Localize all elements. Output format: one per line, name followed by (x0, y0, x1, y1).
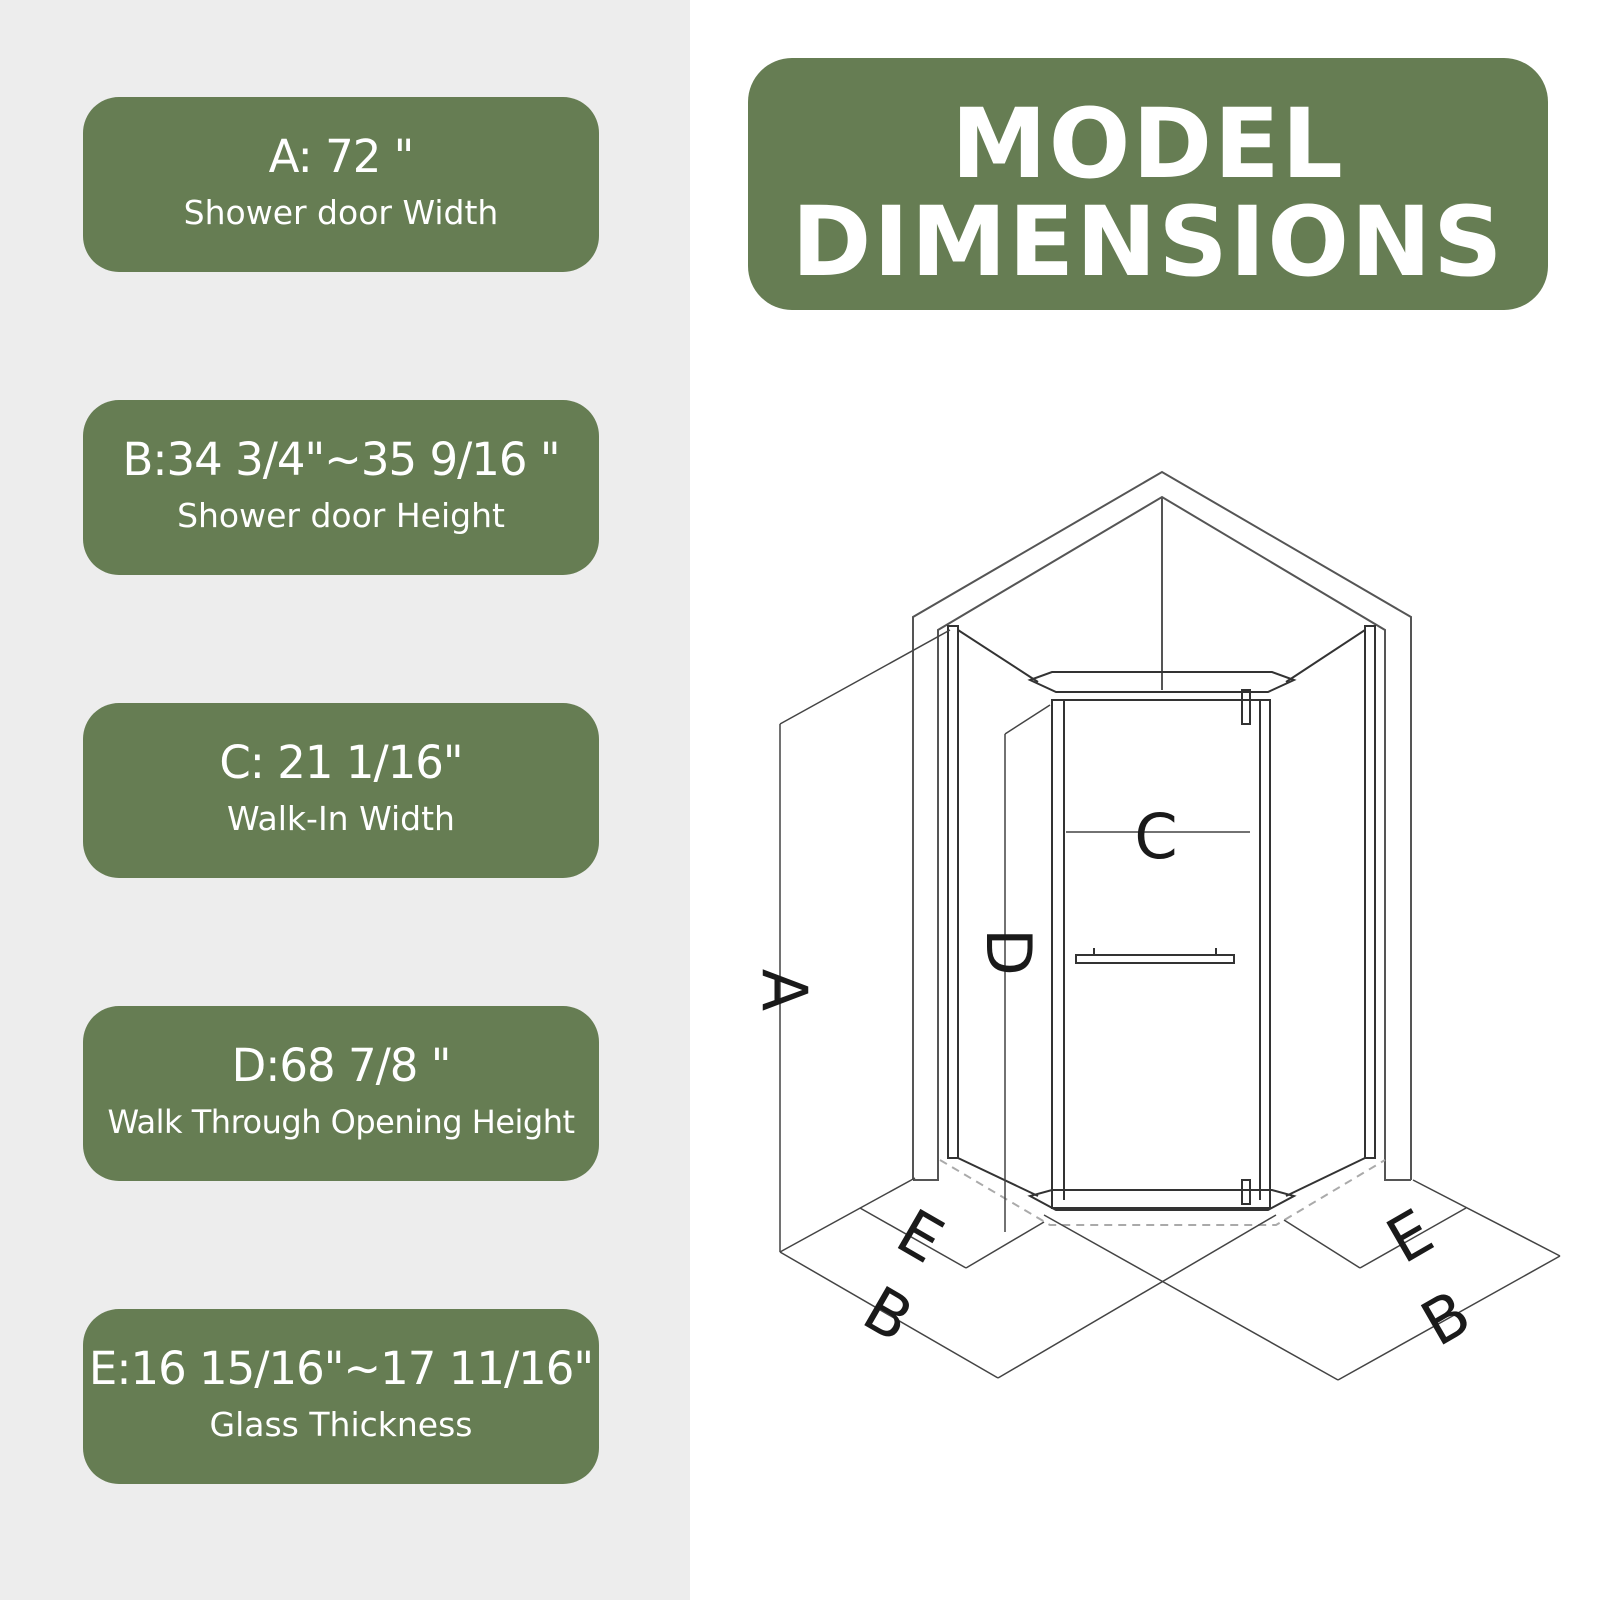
dim-b-left-line (779, 1251, 999, 1379)
dim-b-right-line (1337, 1255, 1561, 1381)
spec-label-c: Walk-In Width (227, 799, 455, 838)
right-panel-bottom (1285, 1157, 1366, 1197)
spec-value-b: B:34 3/4"~35 9/16 " (122, 433, 560, 486)
left-wall-base (913, 1160, 939, 1181)
dim-letter-c: C (1134, 800, 1177, 873)
dim-letter-b-right: B (1409, 1276, 1482, 1360)
dimension-lines (779, 629, 1561, 1381)
spec-value-d: D:68 7/8 " (231, 1039, 452, 1092)
hinge-top (1241, 689, 1251, 725)
title-line-dimensions: DIMENSIONS (791, 186, 1505, 298)
door-frame (1051, 699, 1271, 1209)
left-panel-bottom (957, 1157, 1039, 1197)
right-panel-top (1285, 629, 1366, 683)
glass-panels (947, 625, 1376, 1211)
spec-label-d: Walk Through Opening Height (107, 1103, 575, 1141)
dim-d-leader (1004, 704, 1051, 735)
dim-letter-e-left: E (885, 1195, 955, 1278)
dim-b-right-ext (1412, 1179, 1561, 1257)
dim-b-left-leader (997, 1214, 1277, 1379)
spec-card-c: C: 21 1/16" Walk-In Width (83, 703, 599, 878)
left-post (947, 625, 959, 1159)
outer-wall-outline (912, 470, 1412, 1180)
spec-card-d: D:68 7/8 " Walk Through Opening Height (83, 1006, 599, 1181)
spec-value-a: A: 72 " (268, 130, 415, 183)
dim-e-left-ext (965, 1221, 1045, 1269)
spec-card-a: A: 72 " Shower door Width (83, 97, 599, 272)
title-box: MODEL DIMENSIONS (748, 58, 1548, 310)
right-post (1364, 625, 1376, 1159)
spec-value-e: E:16 15/16"~17 11/16" (88, 1342, 594, 1395)
left-panel-top (957, 629, 1039, 683)
dim-b-left-ext (779, 1177, 916, 1253)
spec-label-e: Glass Thickness (209, 1405, 473, 1444)
dim-e-right-ext (1283, 1219, 1361, 1269)
dim-e-right-line (1359, 1207, 1467, 1269)
shower-diagram: A D C E B E B (690, 440, 1600, 1440)
floor-dashes (939, 1159, 1386, 1226)
top-header (1027, 671, 1297, 693)
dim-letter-a: A (748, 969, 821, 1011)
towel-bar (1075, 954, 1235, 964)
hinge-bottom (1241, 1179, 1251, 1205)
spec-card-b: B:34 3/4"~35 9/16 " Shower door Height (83, 400, 599, 575)
spec-label-a: Shower door Width (183, 193, 499, 232)
dim-a-leader (779, 629, 951, 725)
spec-label-b: Shower door Height (177, 496, 505, 535)
title-line-model: MODEL (951, 88, 1345, 200)
dim-letter-e-right: E (1375, 1195, 1445, 1278)
dim-letter-b-left: B (852, 1272, 925, 1356)
enclosure-walls (912, 470, 1412, 1181)
right-wall-base (1384, 1160, 1411, 1181)
floor-outline (939, 1159, 1386, 1226)
dim-letter-d: D (972, 928, 1045, 976)
dim-e-left-line (859, 1207, 967, 1269)
spec-card-e: E:16 15/16"~17 11/16" Glass Thickness (83, 1309, 599, 1484)
dim-b-right-leader (1043, 1214, 1339, 1381)
spec-value-c: C: 21 1/16" (219, 736, 463, 789)
